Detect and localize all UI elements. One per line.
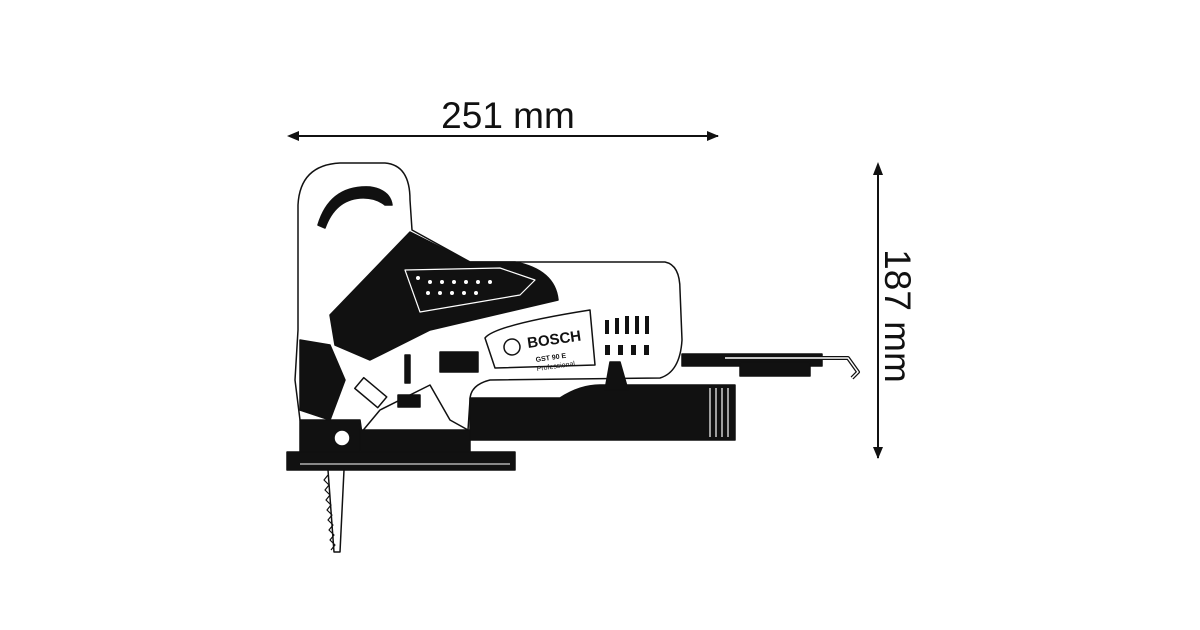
height-dimension-label: 187 mm (877, 249, 918, 383)
jigsaw-illustration: BOSCH GST 90 E Professional (286, 162, 860, 553)
bosch-logo-icon (503, 338, 521, 356)
dust-extraction-tube (469, 384, 736, 441)
width-dimension-label: 251 mm (441, 95, 575, 136)
vent-slots (605, 316, 649, 355)
handle-grip (317, 186, 393, 229)
grip-panel (329, 231, 559, 361)
model-label: GST 90 E (535, 353, 567, 364)
base-plate (286, 451, 516, 471)
grip-dots (416, 276, 492, 295)
